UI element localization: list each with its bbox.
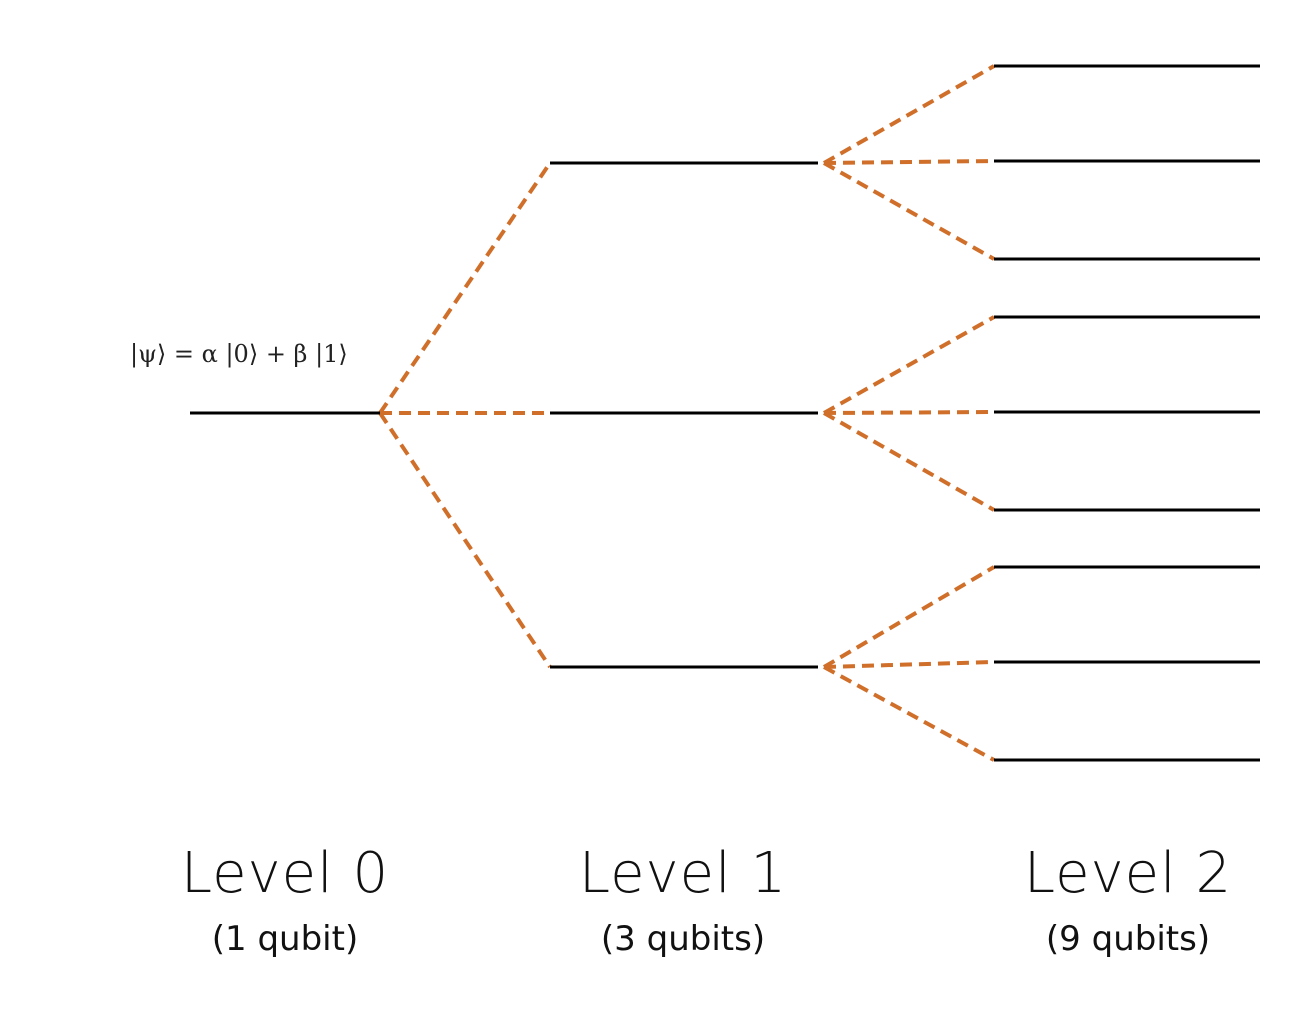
connector-l1-to-l2-6 <box>823 411 995 512</box>
connector-l1-to-l2-5 <box>823 410 995 415</box>
level-0-title: Level 0 <box>180 841 390 906</box>
qubit-lines <box>190 64 1260 762</box>
connector-l1-to-l2-4 <box>823 315 995 415</box>
connector-l1-to-l2-9 <box>823 665 995 762</box>
connector-l1-to-l2-8 <box>823 660 995 669</box>
level-0-subtitle: (1 qubit) <box>211 919 359 959</box>
connectors <box>378 64 996 762</box>
level-1-subtitle: (3 qubits) <box>600 919 766 959</box>
connector-l1-to-l2-7 <box>822 565 996 669</box>
state-equation: |ψ⟩ = α |0⟩ + β |1⟩ <box>130 340 348 368</box>
level-2-title: Level 2 <box>1023 841 1233 906</box>
level-2-subtitle: (9 qubits) <box>1045 919 1211 959</box>
connector-l0-to-l1-3 <box>378 411 552 669</box>
connector-l1-to-l2-1 <box>823 64 995 165</box>
connector-l1-to-l2-2 <box>823 159 995 165</box>
connector-l1-to-l2-3 <box>823 161 995 261</box>
connector-l0-to-l1-1 <box>378 161 552 415</box>
level-1-title: Level 1 <box>578 841 788 906</box>
